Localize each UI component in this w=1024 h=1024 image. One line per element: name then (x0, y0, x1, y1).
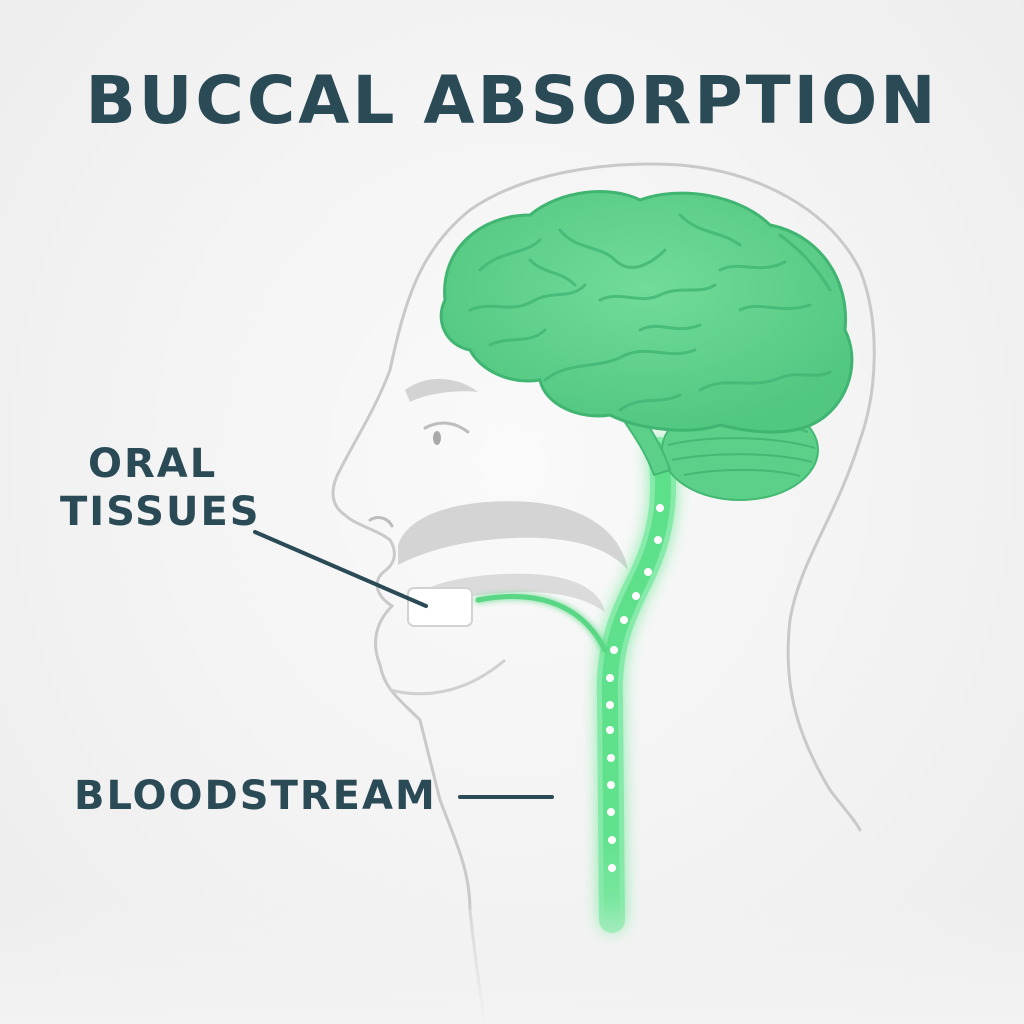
eye-shape (423, 421, 470, 434)
oral-tissues-leader (253, 530, 428, 608)
brain-cerebrum (439, 190, 854, 434)
tongue-shape (412, 573, 605, 614)
head-outline (331, 162, 876, 912)
palate-shape (398, 501, 628, 570)
eye-pupil (433, 431, 441, 445)
eyebrow-shape (405, 378, 478, 402)
nostril-shape (368, 516, 394, 528)
oral-tissues-label-line2: TISSUES (60, 489, 261, 535)
buccal-tablet (407, 587, 473, 627)
bloodstream-vessel (601, 442, 672, 938)
oral-tissues-label: ORAL TISSUES (60, 440, 261, 536)
page-title: BUCCAL ABSORPTION (85, 62, 939, 139)
bloodstream-label: BLOODSTREAM (74, 773, 437, 819)
jaw-outline (389, 658, 506, 696)
oral-tissues-label-line1: ORAL (88, 441, 218, 487)
brain (439, 190, 854, 434)
